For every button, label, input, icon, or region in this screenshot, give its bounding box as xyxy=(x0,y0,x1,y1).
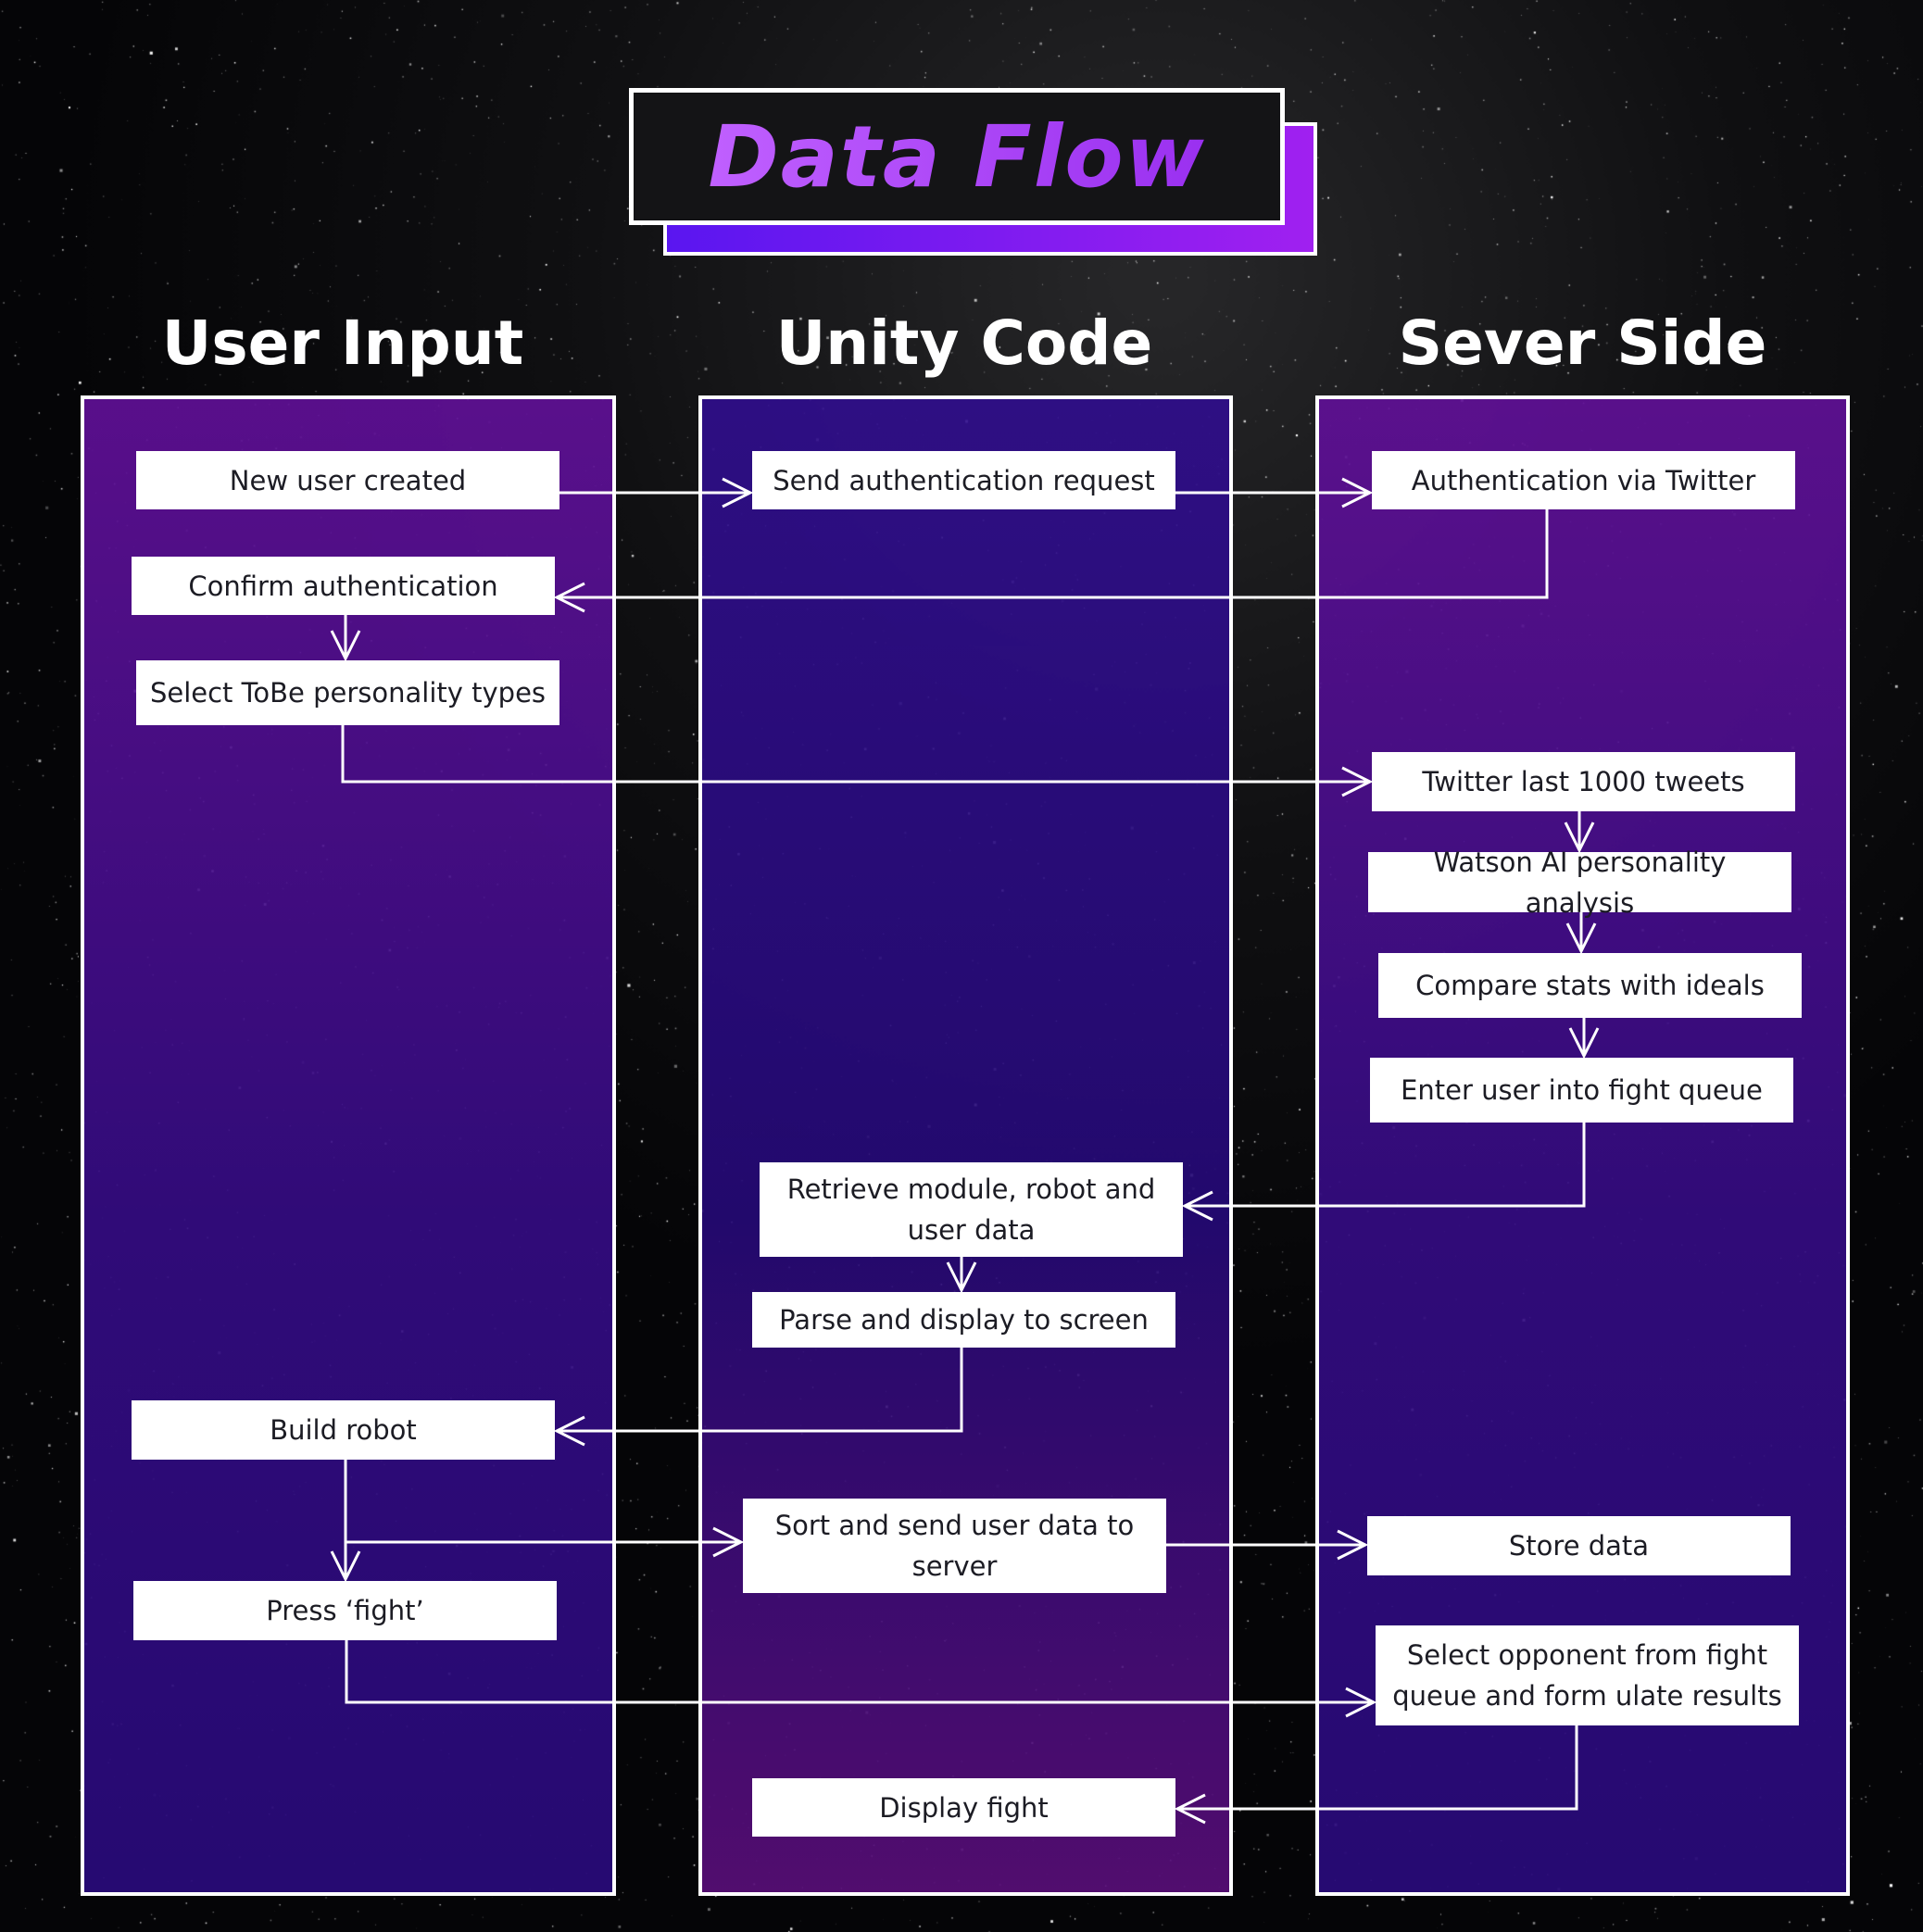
step-press-fight: Press ‘fight’ xyxy=(133,1581,557,1640)
step-watson-personality-analysis: Watson AI personality analysis xyxy=(1368,847,1791,919)
step-sort-and-send-user-data: Sort and send user data to server xyxy=(743,1499,1166,1593)
step-select-personality-types: Select ToBe personality types xyxy=(136,660,559,725)
column-heading-unity-code: Unity Code xyxy=(775,307,1153,379)
lane-unity-code xyxy=(698,395,1233,1896)
lane-user-input xyxy=(81,395,616,1896)
step-compare-stats-with-ideals: Compare stats with ideals xyxy=(1378,953,1802,1018)
step-build-robot: Build robot xyxy=(132,1400,555,1460)
step-enter-user-into-fight-queue: Enter user into fight queue xyxy=(1370,1058,1793,1123)
step-confirm-authentication: Confirm authentication xyxy=(132,557,555,615)
step-parse-and-display: Parse and display to screen xyxy=(752,1292,1175,1348)
step-authentication-via-twitter: Authentication via Twitter xyxy=(1372,451,1795,509)
title-banner: Data Flow xyxy=(629,88,1285,225)
step-store-data: Store data xyxy=(1367,1516,1791,1575)
step-retrieve-module-robot-user-data: Retrieve module, robot and user data xyxy=(760,1162,1183,1257)
step-new-user-created: New user created xyxy=(136,451,559,509)
column-heading-user-input: User Input xyxy=(161,307,524,379)
step-display-fight: Display fight xyxy=(752,1778,1175,1837)
column-heading-server-side: Sever Side xyxy=(1398,307,1767,379)
page-title: Data Flow xyxy=(708,107,1206,207)
step-select-opponent-and-formulate-results: Select opponent from fight queue and for… xyxy=(1376,1625,1799,1725)
step-twitter-last-1000-tweets: Twitter last 1000 tweets xyxy=(1372,752,1795,811)
step-send-authentication-request: Send authentication request xyxy=(752,451,1175,509)
